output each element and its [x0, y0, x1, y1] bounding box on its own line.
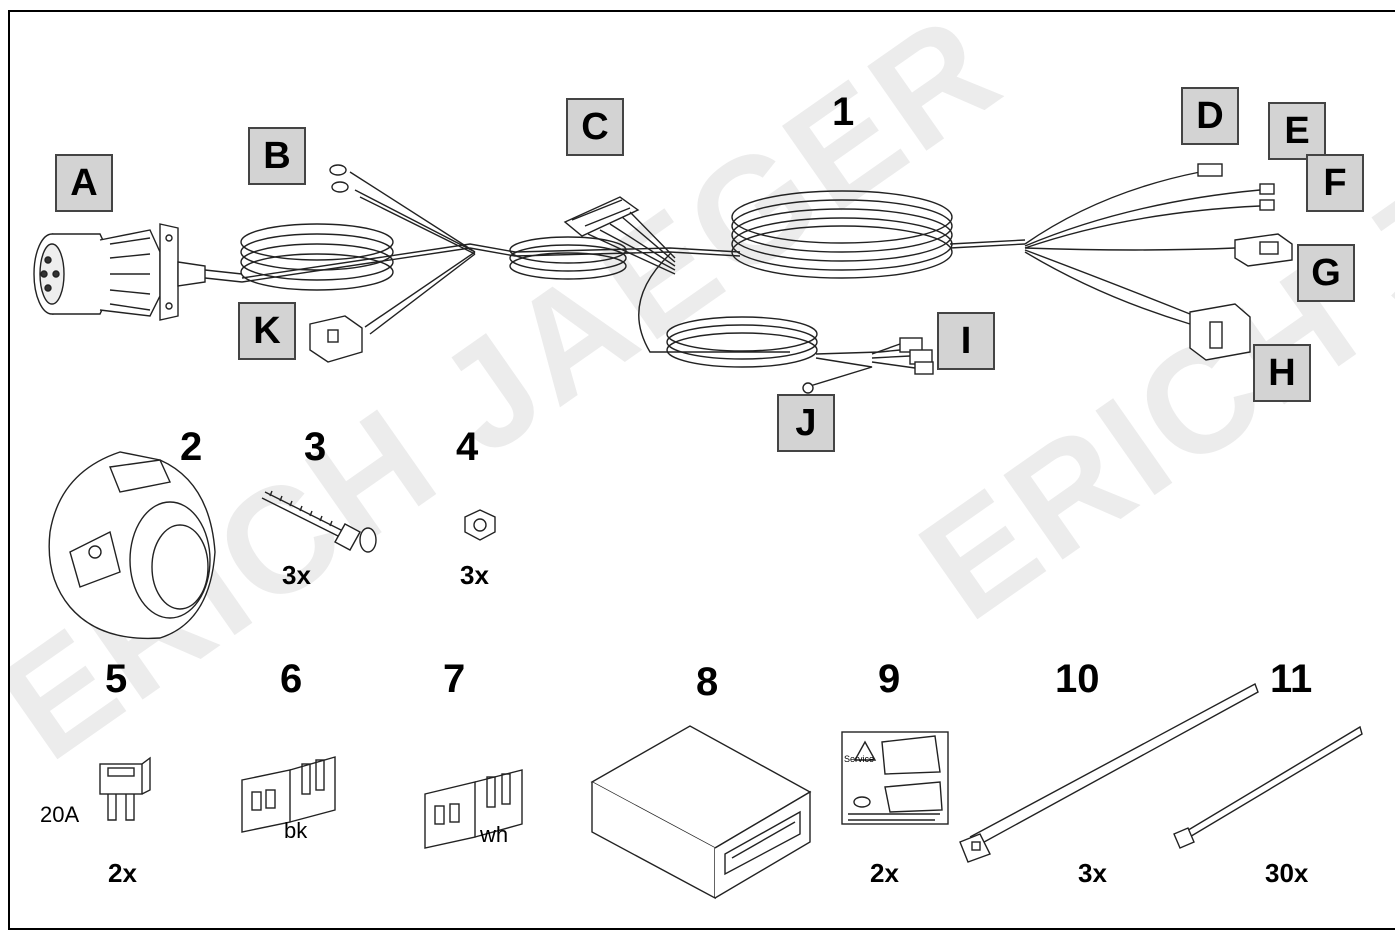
quantity-screw: 3x	[282, 560, 311, 590]
quantity-cable-tie-short: 30x	[1265, 858, 1309, 888]
part-number-1: 1	[832, 90, 855, 134]
nut	[464, 509, 496, 541]
connector-white-label: wh	[480, 822, 509, 847]
wire-coil-main	[731, 190, 953, 279]
wire-coil-b	[240, 223, 394, 291]
cable-tie-long	[959, 683, 1259, 863]
socket-housing	[48, 451, 216, 640]
connector-f	[1259, 199, 1275, 211]
connector-e	[1259, 183, 1275, 195]
label-c: C	[566, 98, 624, 156]
connector-white	[424, 769, 523, 849]
right-branch-wires	[1024, 171, 1261, 325]
quantity-fuse: 2x	[108, 858, 137, 888]
connector-d	[1197, 163, 1223, 177]
connector-g	[1234, 233, 1293, 267]
wire-coil-c	[509, 236, 627, 280]
part-number-7: 7	[443, 657, 466, 701]
wire-coil-lower	[666, 316, 818, 368]
socket-connector-a	[33, 223, 243, 321]
quantity-nut: 3x	[460, 560, 489, 590]
part-number-4: 4	[456, 425, 479, 469]
part-number-8: 8	[696, 660, 719, 704]
label-d: D	[1181, 87, 1239, 145]
label-b: B	[248, 127, 306, 185]
parts-illustration	[33, 163, 1363, 900]
harness-trunk	[241, 243, 741, 279]
part-number-2: 2	[180, 425, 203, 469]
connector-black	[241, 756, 336, 833]
connector-h	[1189, 303, 1251, 361]
label-e: E	[1268, 102, 1326, 160]
label-a: A	[55, 154, 113, 212]
label-g: G	[1297, 244, 1355, 302]
label-f: F	[1306, 154, 1364, 212]
connector-c	[563, 196, 676, 275]
part-number-6: 6	[280, 657, 303, 701]
part-number-10: 10	[1055, 657, 1100, 701]
quantity-sticker: 2x	[870, 858, 899, 888]
service-sticker	[841, 731, 949, 825]
fuse-rating: 20A	[40, 802, 80, 827]
connector-k	[309, 251, 476, 363]
diagram-frame: ERICH JAEGER ERICH JAEGER	[8, 10, 1395, 930]
label-j: J	[777, 394, 835, 452]
part-number-5: 5	[105, 657, 128, 701]
fuse	[99, 756, 151, 821]
connector-black-label: bk	[284, 818, 308, 843]
sticker-service-text: Service	[844, 754, 875, 764]
label-h: H	[1253, 344, 1311, 402]
screw	[261, 490, 377, 553]
part-number-11: 11	[1270, 657, 1313, 701]
label-i: I	[937, 312, 995, 370]
connector-i	[871, 337, 934, 375]
ring-terminal-j	[802, 382, 814, 394]
control-module	[590, 725, 812, 900]
part-number-9: 9	[878, 657, 901, 701]
ring-terminals-b	[329, 164, 476, 255]
quantity-cable-tie-long: 3x	[1078, 858, 1107, 888]
part-number-3: 3	[304, 425, 327, 469]
cable-tie-short	[1173, 725, 1363, 849]
label-k: K	[238, 302, 296, 360]
